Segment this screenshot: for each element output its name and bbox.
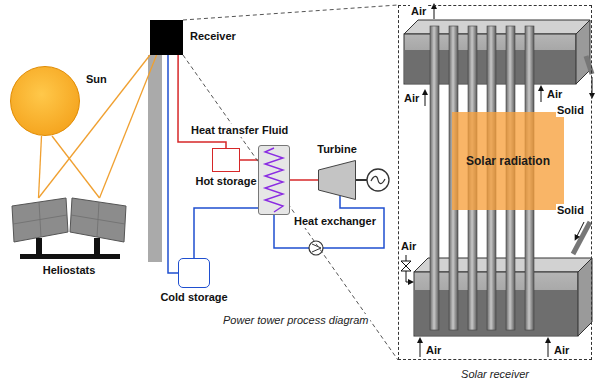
mirror-post (36, 238, 42, 255)
tower (148, 55, 162, 262)
detail-frame: Solar receiverSolar radiation (398, 5, 592, 360)
annotation-label: Air (546, 88, 563, 101)
node-label: Turbine (316, 143, 358, 156)
connector-line (194, 208, 258, 258)
bottom-vessel-side (578, 258, 592, 336)
node-label: Solar receiver (460, 368, 530, 381)
band-label: Solar radiation (465, 154, 551, 168)
mirror-post (94, 238, 100, 255)
connector-line (240, 159, 258, 161)
annotation-label: Air (425, 344, 442, 357)
connector-line (290, 179, 318, 181)
air-arrow (420, 340, 421, 357)
solid-inlet-pipe (573, 222, 590, 254)
annotation-label: Solid (556, 104, 585, 117)
annotation-label: Heat transfer Fluid (190, 124, 289, 137)
connector-line (168, 55, 178, 273)
node-label: Receiver (189, 30, 237, 43)
radiation-band: Solar radiation (452, 112, 564, 210)
turbine-body (319, 161, 356, 200)
annotation-label: Air (553, 344, 570, 357)
generator-symbol (367, 169, 389, 191)
bottom-vessel-lid (414, 258, 592, 272)
condensate-line (274, 196, 384, 248)
annotation-label: Solid (556, 204, 585, 217)
mirror-grid (13, 202, 125, 237)
heliostat-field: Heliostats (8, 198, 130, 260)
node-label: Heliostats (42, 264, 97, 277)
valve-symbol (401, 261, 411, 271)
top-vessel-side (576, 20, 590, 84)
connector (183, 5, 398, 360)
connector (194, 208, 258, 258)
node-label: Hot storage (194, 175, 257, 188)
receiver-box: Receiver (150, 20, 183, 55)
heat-exchanger: Heat exchanger (258, 145, 290, 215)
connector (290, 180, 318, 181)
air-arrow (434, 6, 435, 19)
annotation-label: Air (403, 92, 420, 105)
connector (240, 160, 258, 161)
figure-caption: Power tower process diagram (222, 314, 370, 327)
heat-exchanger-coil (259, 146, 289, 214)
connector-line (183, 55, 398, 360)
coil-line (265, 148, 283, 212)
turbine-symbol (318, 160, 356, 200)
sun-circle: Sun (10, 66, 80, 136)
node-label: Cold storage (159, 291, 228, 304)
node-label: Sun (85, 73, 108, 86)
generator-wave (371, 176, 385, 183)
connector-line (52, 136, 100, 198)
connector (39, 136, 100, 198)
receiver-tube (430, 26, 439, 330)
turbine: Turbine (318, 160, 356, 200)
solid-arrow (576, 222, 584, 238)
annotation-label: Air (400, 240, 417, 253)
air-arrow (548, 340, 549, 357)
annotation-label: Air (410, 5, 427, 18)
connector-line (39, 136, 42, 198)
pump-symbol (309, 241, 323, 255)
heliostat-field (12, 198, 126, 259)
connector-line (183, 5, 398, 20)
mirror-base (20, 254, 120, 259)
connector (168, 55, 178, 273)
air-arrow (541, 88, 542, 102)
turbine-shaft (356, 179, 367, 181)
storage-tank: Cold storage (178, 258, 210, 288)
node-label: Heat exchanger (293, 215, 377, 228)
tower-shaft (148, 55, 162, 262)
storage-tank: Hot storage (212, 148, 240, 172)
connector-line (100, 55, 157, 198)
solar-receiver-illustration (401, 6, 592, 357)
air-arrow (425, 92, 426, 106)
